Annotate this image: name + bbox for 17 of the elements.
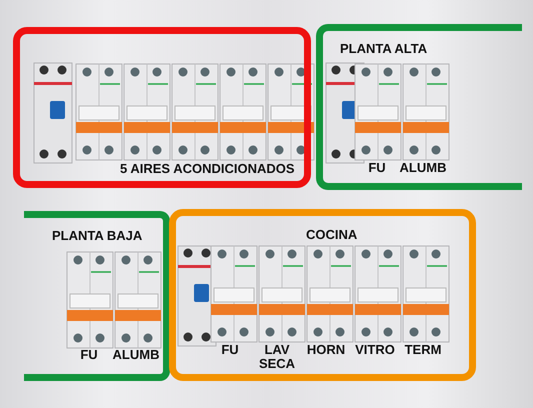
circuit-label: ALUMB xyxy=(112,348,160,362)
circuit-label: FU xyxy=(367,161,387,175)
circuit-label: FU xyxy=(79,348,99,362)
group-heading: PLANTA ALTA xyxy=(340,41,428,56)
group-frame xyxy=(24,211,170,381)
group-heading: PLANTA BAJA xyxy=(52,228,142,243)
group-frame xyxy=(13,27,311,188)
circuit-label: VITRO xyxy=(354,343,396,357)
circuit-label: TERM xyxy=(404,343,442,357)
group-frame xyxy=(316,24,522,190)
group-frame xyxy=(169,209,476,381)
circuit-label: FU xyxy=(220,343,240,357)
circuit-label: HORN xyxy=(306,343,346,357)
circuit-label: LAV SECA xyxy=(258,343,296,371)
group-heading: COCINA xyxy=(306,227,358,242)
circuit-label: ALUMB xyxy=(398,161,448,175)
group-heading: 5 AIRES ACONDICIONADOS xyxy=(120,161,295,176)
